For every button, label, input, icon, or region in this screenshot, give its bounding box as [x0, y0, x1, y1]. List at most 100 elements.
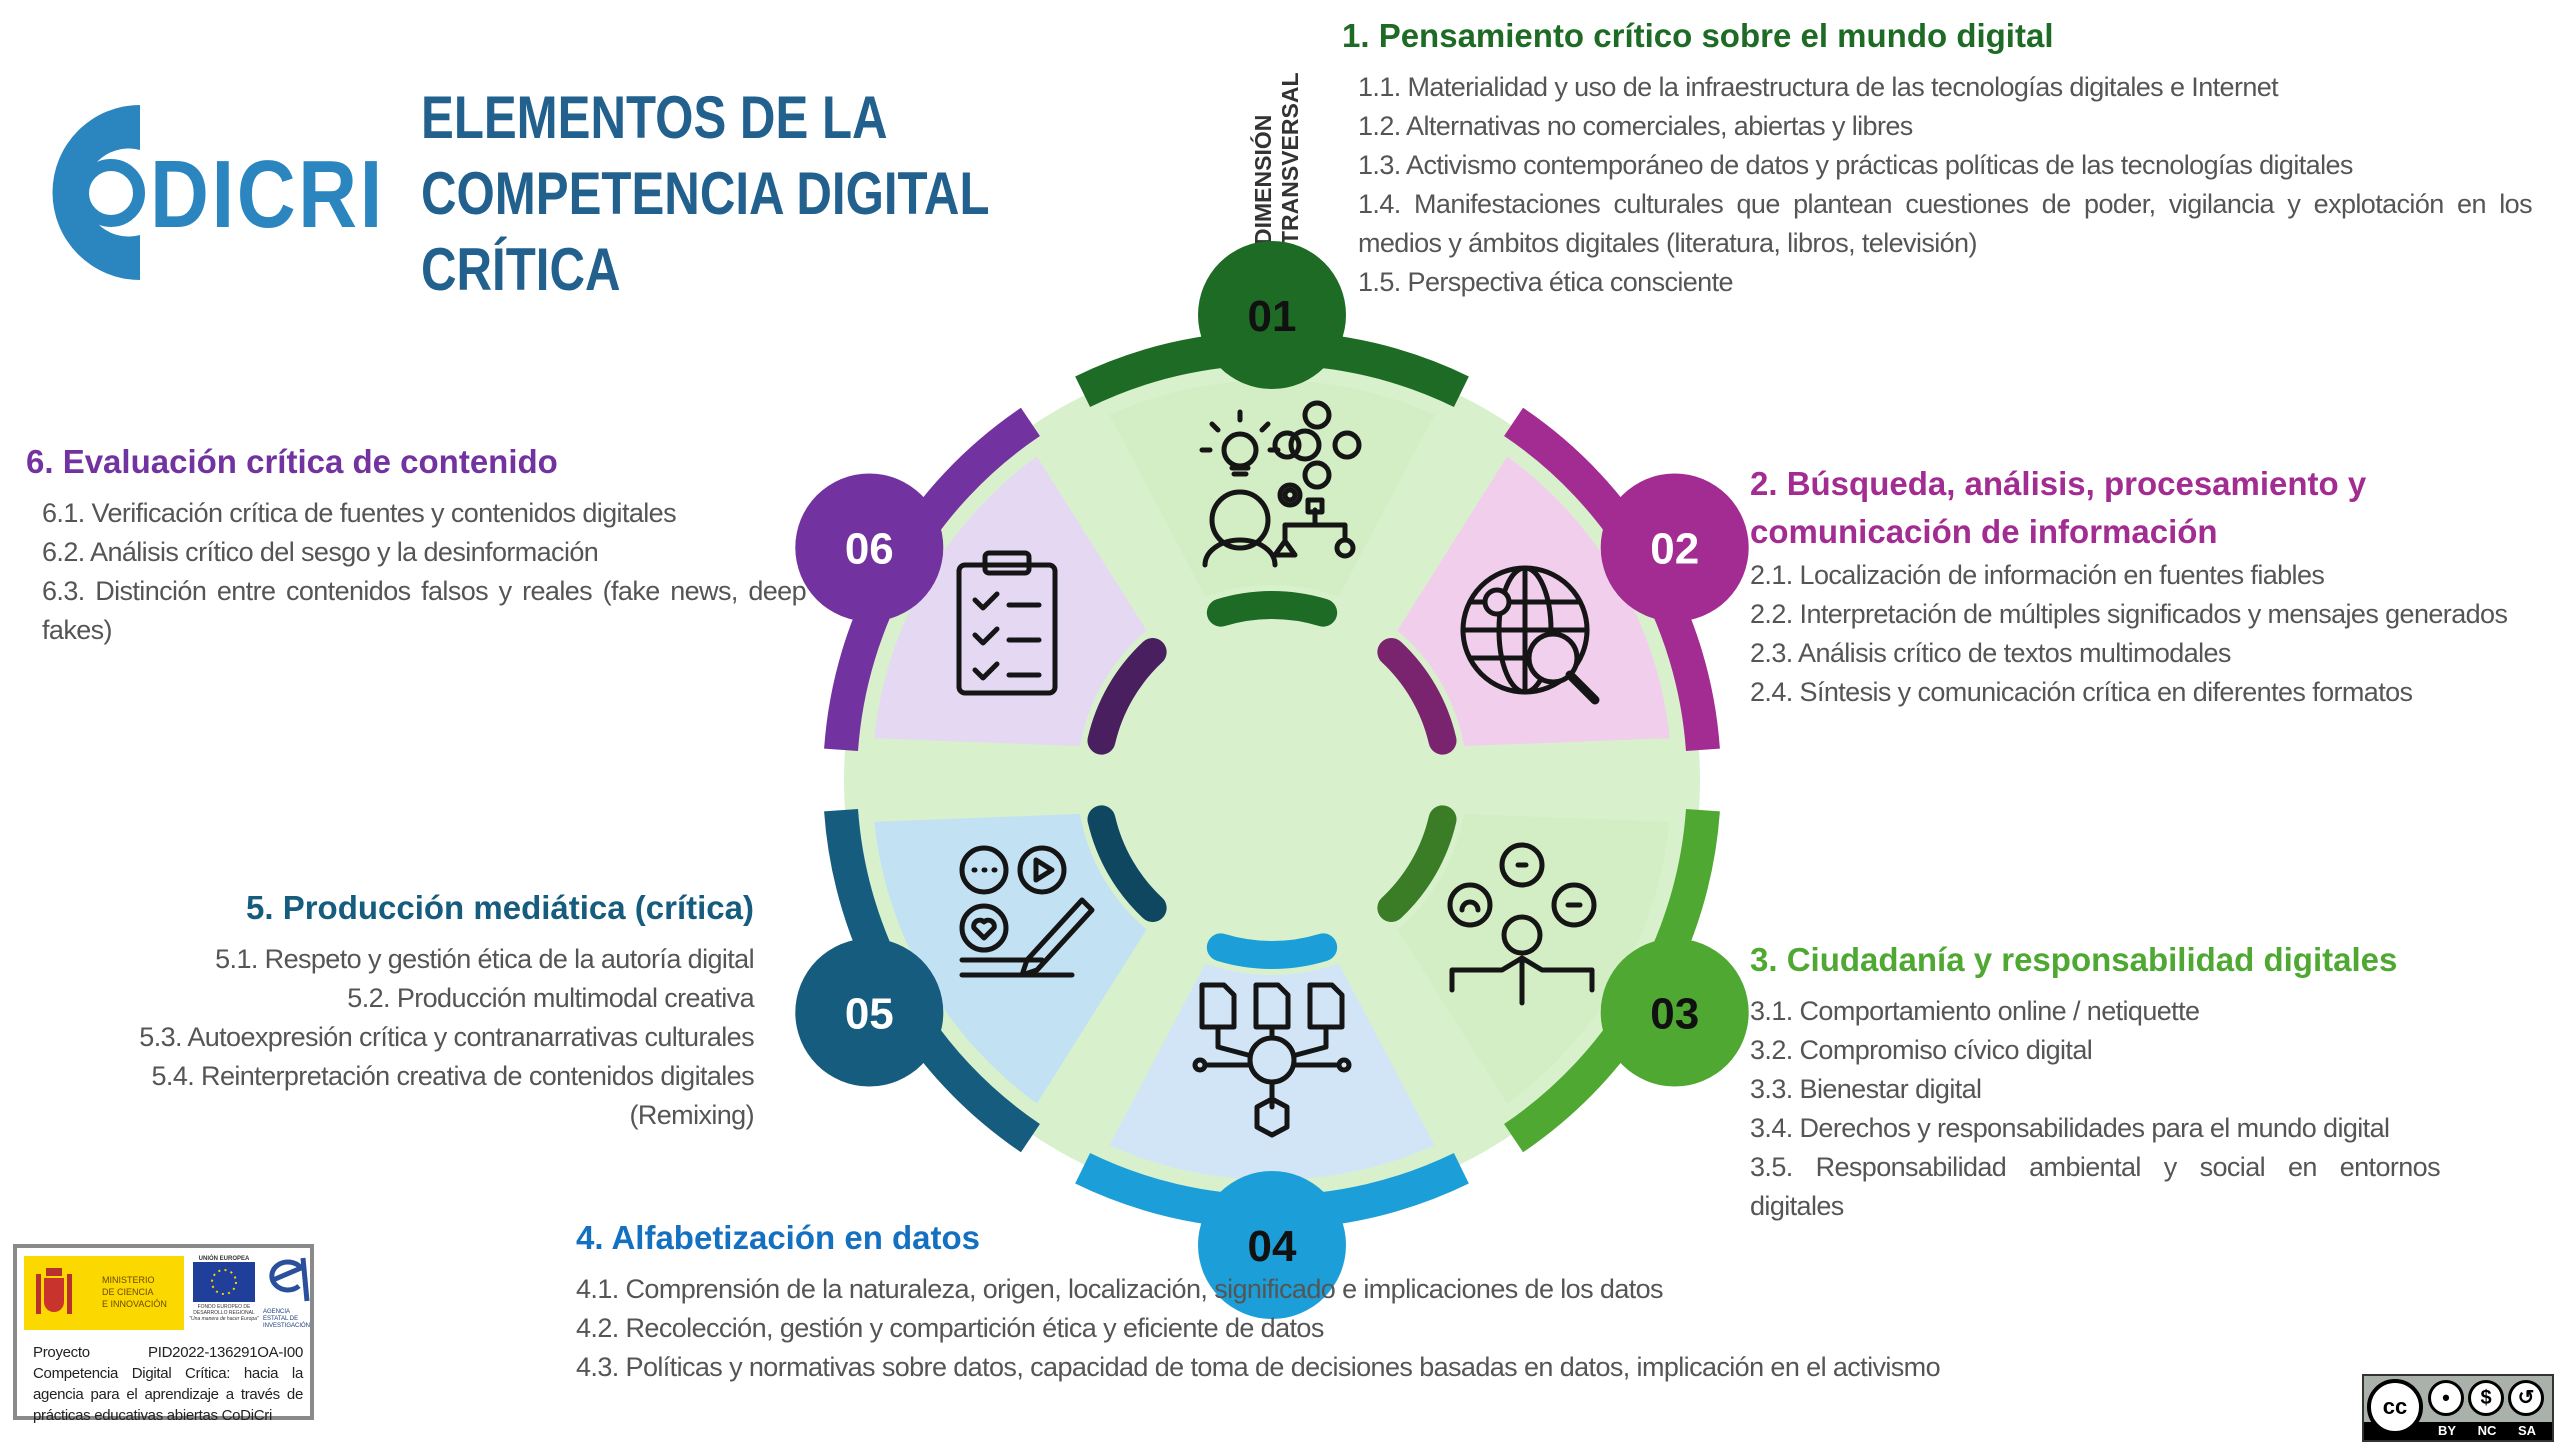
outer-arc-04 — [1075, 1152, 1469, 1229]
competence-item: 3.1. Comportamiento online / netiquette — [1750, 996, 2200, 1026]
eu-fund-text: DESARROLLO REGIONAL — [193, 1310, 255, 1316]
section-number-06: 06 — [845, 525, 894, 574]
inner-arc-06 — [1087, 638, 1167, 755]
number-circle-02 — [1600, 473, 1749, 622]
outer-arc-05 — [824, 808, 1040, 1153]
license-label-sa: SA — [2517, 1423, 2537, 1438]
section-number-02: 02 — [1650, 525, 1699, 574]
section-items: 5.1. Respeto y gestión ética de la autor… — [60, 940, 754, 1135]
section-1: 1. Pensamiento crítico sobre el mundo di… — [1342, 12, 2533, 302]
competence-item: 2.1. Localización de información en fuen… — [1750, 560, 2325, 590]
section-number-01: 01 — [1248, 292, 1297, 341]
number-circle-06 — [795, 473, 944, 622]
number-circle-03 — [1600, 938, 1749, 1087]
competence-item: 4.1. Comprensión de la naturaleza, orige… — [576, 1274, 1664, 1304]
competence-item: 2.3. Análisis crítico de textos multimod… — [1750, 638, 2231, 668]
outer-arc-03 — [1504, 808, 1720, 1153]
competence-item: 1.2. Alternativas no comerciales, abiert… — [1358, 111, 1913, 141]
competence-item: 5.2. Producción multimodal creativa — [347, 983, 754, 1013]
project-description: Competencia Digital Crítica: hacia la — [33, 1365, 303, 1382]
sharealike-icon: ↺ — [2508, 1380, 2544, 1416]
globe-search-icon — [1460, 565, 1600, 705]
noncommercial-icon: $ — [2468, 1380, 2504, 1416]
section-heading: 3. Ciudadanía y responsabilidad digitale… — [1750, 936, 2440, 984]
competence-item: 1.4. Manifestaciones culturales que plan… — [1358, 189, 2533, 258]
section-heading-line: 4. Alfabetización en datos — [576, 1219, 981, 1256]
competence-item: 3.5. Responsabilidad ambiental y social … — [1750, 1152, 2441, 1221]
sector-04 — [1109, 963, 1435, 1180]
section-number-04: 04 — [1248, 1222, 1297, 1271]
aei-e-icon — [269, 1257, 310, 1302]
competence-item: 3.4. Derechos y responsabilidades para e… — [1750, 1113, 2390, 1143]
cc-icon: cc — [2367, 1379, 2423, 1435]
ministry-text: DE CIENCIA — [102, 1287, 154, 1297]
competence-item: 5.1. Respeto y gestión ética de la autor… — [215, 944, 754, 974]
cc-license-badge[interactable]: cc • $ ↺ BY NC SA — [2362, 1374, 2554, 1442]
title-line: CRÍTICA — [421, 236, 621, 303]
section-heading-line: 1. Pensamiento crítico sobre el mundo di… — [1342, 17, 2054, 54]
project-description: prácticas educativas abiertas CoDiCri — [33, 1407, 273, 1424]
competence-item: 4.2. Recolección, gestión y compartición… — [576, 1313, 1324, 1343]
section-5: 5. Producción mediática (crítica) 5.1. R… — [60, 884, 754, 1135]
competence-item: 1.1. Materialidad y uso de la infraestru… — [1358, 72, 2279, 102]
license-label-by: BY — [2437, 1423, 2457, 1438]
section-4: 4. Alfabetización en datos 4.1. Comprens… — [576, 1214, 2176, 1387]
section-items: 4.1. Comprensión de la naturaleza, orige… — [576, 1270, 2176, 1387]
project-label: Proyecto — [33, 1344, 90, 1361]
critical-thinking-icon — [1199, 400, 1362, 568]
ministry-text: MINISTERIO — [102, 1275, 155, 1285]
spain-coat-of-arms-icon — [36, 1268, 72, 1314]
title-line: ELEMENTOS DE LA — [421, 84, 888, 151]
inner-arc-04 — [1206, 933, 1338, 969]
project-code: PID2022-136291OA-I00 — [148, 1344, 303, 1361]
competence-item: 3.2. Compromiso cívico digital — [1750, 1035, 2093, 1065]
attribution-person-icon: • — [2428, 1380, 2464, 1416]
section-heading-line: 5. Producción mediática (crítica) — [246, 889, 754, 926]
inner-arc-05 — [1087, 805, 1167, 922]
clipboard-checklist-icon — [956, 550, 1058, 696]
inner-arc-02 — [1377, 638, 1457, 755]
sector-06 — [874, 456, 1147, 747]
eu-title: UNIÓN EUROPEA — [198, 1256, 250, 1262]
competence-item: 6.2. Análisis crítico del sesgo y la des… — [42, 537, 599, 567]
agency-text: AGENCIA — [263, 1309, 291, 1315]
competence-item: 1.3. Activismo contemporáneo de datos y … — [1358, 150, 2353, 180]
outer-arc-06 — [824, 407, 1040, 752]
logo-text: DICRI — [150, 141, 385, 248]
competence-item: 2.4. Síntesis y comunicación crítica en … — [1750, 677, 2413, 707]
section-number-05: 05 — [845, 990, 894, 1039]
section-heading: 4. Alfabetización en datos — [576, 1214, 2176, 1262]
competence-item: 3.3. Bienestar digital — [1750, 1074, 1982, 1104]
outer-arc-02 — [1504, 407, 1720, 752]
project-line: Proyecto PID2022-136291OA-I00 — [33, 1342, 303, 1363]
section-heading-line: comunicación de información — [1750, 513, 2218, 550]
eu-fund-text: FONDO EUROPEO DE — [197, 1304, 251, 1310]
funding-box: MINISTERIO DE CIENCIA E INNOVACIÓN UNIÓN… — [13, 1244, 314, 1424]
agency-text: ESTATAL DE — [263, 1316, 299, 1322]
section-heading-line: 3. Ciudadanía y responsabilidad digitale… — [1750, 941, 2398, 978]
codicri-logo-c-icon — [52, 105, 145, 280]
number-circle-05 — [795, 938, 944, 1087]
competence-item: 5.4. Reinterpretación creativa de conten… — [151, 1061, 755, 1130]
section-heading: 6. Evaluación crítica de contenido — [26, 438, 806, 486]
inner-arc-03 — [1377, 805, 1457, 922]
license-label-nc: NC — [2477, 1423, 2497, 1438]
agency-text: INVESTIGACIÓN — [263, 1323, 311, 1329]
section-items: 3.1. Comportamiento online / netiquette 3… — [1750, 992, 2441, 1226]
competence-item: 6.3. Distinción entre contenidos falsos … — [42, 576, 807, 645]
eu-flag-icon — [193, 1262, 255, 1302]
section-heading: 1. Pensamiento crítico sobre el mundo di… — [1342, 12, 2532, 60]
citizenship-icon — [1447, 842, 1597, 1006]
competence-item: 6.1. Verificación crítica de fuentes y c… — [42, 498, 677, 528]
outer-arc-01 — [1075, 331, 1469, 408]
competence-item: 4.3. Políticas y normativas sobre datos,… — [576, 1352, 1941, 1382]
title-line: COMPETENCIA DIGITAL — [421, 160, 990, 227]
section-3: 3. Ciudadanía y responsabilidad digitale… — [1750, 936, 2441, 1226]
competence-item: 5.3. Autoexpresión crítica y contranarra… — [139, 1022, 754, 1052]
section-heading-line: 6. Evaluación crítica de contenido — [26, 443, 558, 480]
page-title: ELEMENTOS DE LA COMPETENCIA DIGITAL CRÍT… — [421, 80, 990, 308]
competence-item: 2.2. Interpretación de múltiples signifi… — [1750, 599, 2508, 629]
